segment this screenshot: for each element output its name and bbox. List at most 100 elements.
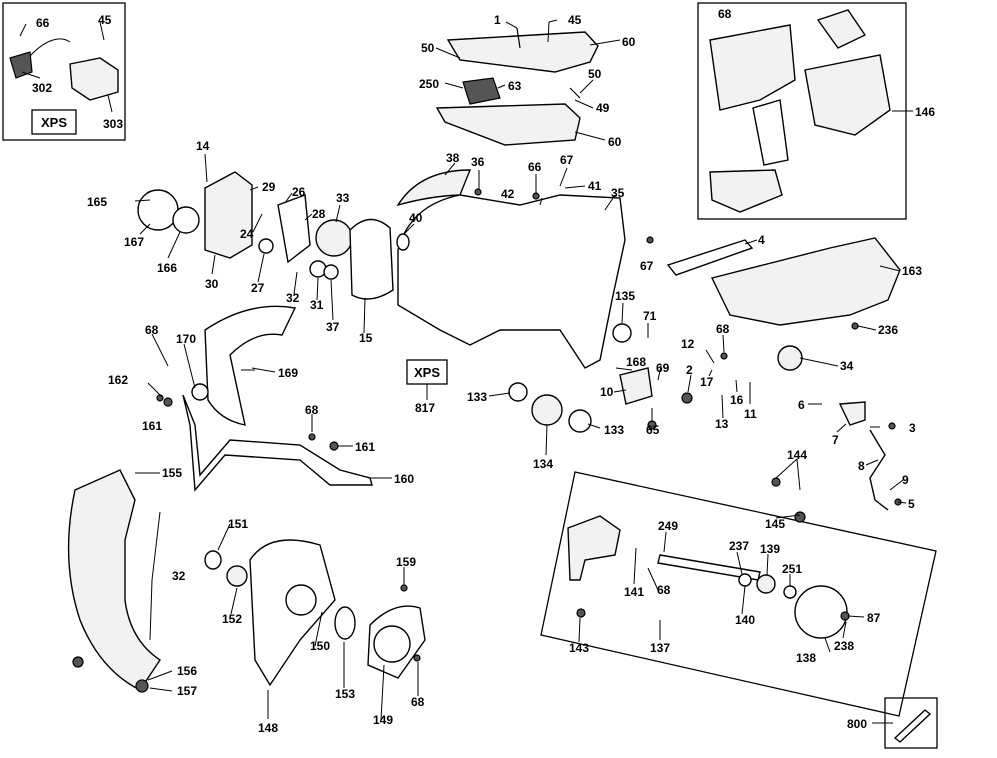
label-40: 40: [409, 211, 423, 225]
label-32-guard: 32: [172, 569, 186, 583]
lock-7: [838, 401, 866, 426]
arm-housing-35: [397, 194, 626, 369]
label-50-left: 50: [421, 41, 435, 55]
label-34: 34: [840, 359, 854, 373]
label-28: 28: [312, 207, 326, 221]
label-151: 151: [228, 517, 248, 531]
label-138: 138: [796, 651, 816, 665]
xps-inset-text: XPS: [41, 115, 67, 130]
label-66: 66: [528, 160, 542, 174]
xps-kit-frame: [2, 2, 126, 141]
label-150: 150: [310, 639, 330, 653]
lower-handle-cover-60: [435, 103, 581, 146]
label-160: 160: [394, 472, 414, 486]
label-144: 144: [787, 448, 807, 462]
nut-152: [226, 565, 248, 587]
nut-161b: [329, 441, 339, 451]
bearing-31: [309, 260, 327, 278]
washer-157: [135, 679, 149, 693]
label-45-inset: 45: [98, 13, 112, 27]
label-161-left: 161: [142, 419, 162, 433]
label-9: 9: [902, 473, 909, 487]
label-169: 169: [278, 366, 298, 380]
label-3: 3: [909, 421, 916, 435]
screw-1: [516, 27, 521, 49]
screw-68b: [308, 433, 316, 441]
label-145: 145: [765, 517, 785, 531]
label-238: 238: [834, 639, 854, 653]
chute-38: [396, 169, 472, 207]
label-33: 33: [336, 191, 350, 205]
label-50-right: 50: [588, 67, 602, 81]
screw-68: [720, 352, 728, 360]
screw-162: [156, 394, 164, 402]
label-156: 156: [177, 664, 197, 678]
bushing-135: [612, 323, 632, 343]
rod-8: [869, 429, 889, 511]
label-168: 168: [626, 355, 646, 369]
label-143: 143: [569, 641, 589, 655]
label-137: 137: [650, 641, 670, 655]
bushing-151: [204, 550, 222, 570]
label-249: 249: [658, 519, 678, 533]
screw-67: [646, 236, 654, 244]
label-167: 167: [124, 235, 144, 249]
plate-28: [277, 194, 311, 264]
label-29: 29: [262, 180, 276, 194]
label-68-guard: 68: [145, 323, 159, 337]
part-labels: 66 45 302 303 1 45 60 50 50 250 63 49 60…: [32, 7, 935, 735]
chute-right: [804, 54, 891, 136]
washer-156: [72, 656, 84, 668]
bearing-133a: [508, 382, 528, 402]
label-817: 817: [415, 401, 435, 415]
washer-170: [191, 383, 209, 401]
label-153: 153: [335, 687, 355, 701]
link-160: [182, 394, 373, 492]
elbow: [816, 9, 867, 49]
label-63: 63: [508, 79, 522, 93]
label-133-left: 133: [467, 390, 487, 404]
label-66-inset: 66: [36, 16, 50, 30]
label-4: 4: [758, 233, 765, 247]
screw-159: [400, 584, 408, 592]
screw-144a: [771, 477, 781, 487]
label-236: 236: [878, 323, 898, 337]
label-134: 134: [533, 457, 553, 471]
leader-lines: [19, 19, 913, 724]
label-155: 155: [162, 466, 182, 480]
knob-139: [756, 574, 776, 594]
label-2: 2: [686, 363, 693, 377]
screw-68c: [413, 654, 421, 662]
xps-light-303: [69, 57, 119, 101]
label-87: 87: [867, 611, 881, 625]
label-65: 65: [646, 423, 660, 437]
label-30: 30: [205, 277, 219, 291]
label-67-right: 67: [640, 259, 654, 273]
label-162: 162: [108, 373, 128, 387]
label-36: 36: [471, 155, 485, 169]
screw-45: [547, 21, 550, 43]
xps-switch-302: [9, 51, 33, 79]
gear-case-30: [204, 171, 253, 259]
pin-49: [569, 87, 581, 99]
label-8: 8: [858, 459, 865, 473]
washer-251: [783, 585, 797, 599]
accessory-800: [893, 709, 932, 743]
label-148: 148: [258, 721, 278, 735]
label-159: 159: [396, 555, 416, 569]
bearing-37: [323, 264, 339, 280]
label-800: 800: [847, 717, 867, 731]
label-5: 5: [908, 497, 915, 511]
screw-145: [794, 511, 806, 523]
chute-insert: [752, 99, 789, 166]
label-68-inset: 68: [718, 7, 732, 21]
upper-handle-cover-60: [446, 31, 599, 73]
lower-guard-155: [67, 469, 161, 691]
label-68-link: 68: [305, 403, 319, 417]
label-24: 24: [240, 227, 254, 241]
nut-36: [474, 188, 482, 196]
screw-143: [576, 608, 586, 618]
label-141: 141: [624, 585, 644, 599]
xps-inset-box: [31, 109, 77, 135]
label-27: 27: [251, 281, 265, 295]
